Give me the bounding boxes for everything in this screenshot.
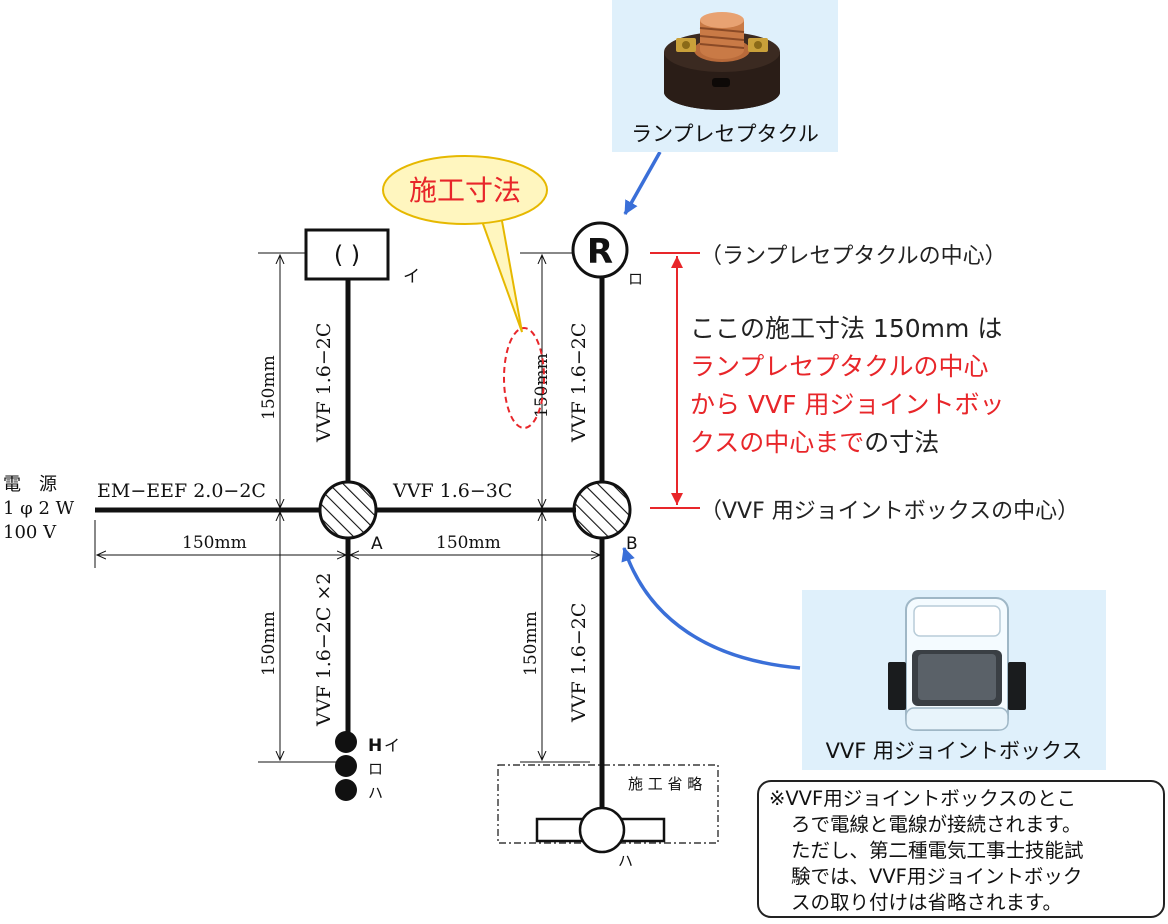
explanation-line3: から VVF 用ジョイントボッ xyxy=(690,390,1005,419)
switch-h-label: H xyxy=(368,736,382,756)
dim-label-horizontal-mid: 150mm xyxy=(436,533,501,553)
cable-label-b-to-top: VVF 1.6−2C xyxy=(568,323,590,443)
switch-label-i: イ xyxy=(384,736,400,755)
receptacle-label: ロ xyxy=(628,270,643,288)
lamp-box-label: イ xyxy=(403,267,420,287)
callout-bubble xyxy=(382,155,548,333)
dim-label-mid-top: 150mm xyxy=(532,353,552,418)
lamp-box-symbol: ( ) xyxy=(334,241,360,269)
receptacle-symbol xyxy=(571,221,629,279)
dim-label-left-bottom: 150mm xyxy=(259,611,279,676)
power-source-line2: 1 φ 2 W xyxy=(3,498,75,519)
switch-label-ro: ロ xyxy=(368,760,383,778)
cable-label-b-to-bottom: VVF 1.6−2C xyxy=(568,603,590,723)
explanation: ここの施工寸法 150mm は ランプレセプタクルの中心 から VVF 用ジョイ… xyxy=(690,310,1130,462)
arrow-to-junction-b xyxy=(621,547,801,670)
note-box: ※VVF用ジョイントボックスのとこ ろで電線と電線が接続されます。 ただし、第二… xyxy=(757,780,1165,918)
junction-b-label: B xyxy=(626,534,638,554)
note-line4: 験では、VVF用ジョイントボック xyxy=(791,865,1083,888)
switch-group xyxy=(335,731,357,801)
note-line1: ※VVF用ジョイントボックスのとこ xyxy=(769,787,1077,810)
cable-label-a-to-b: VVF 1.6−3C xyxy=(392,480,512,502)
note-line2: ろで電線と電線が接続されます。 xyxy=(791,813,1082,836)
bottom-fixture xyxy=(535,806,666,854)
dimension-highlight-ellipse xyxy=(503,327,545,429)
receptacle-letter: R xyxy=(587,232,613,272)
explanation-line4-red: クスの中心まで xyxy=(690,428,865,457)
switch-dot xyxy=(335,779,357,801)
explanation-line4: クスの中心までの寸法 xyxy=(690,424,1130,462)
arrow-to-receptacle xyxy=(623,151,662,215)
lamp-box xyxy=(304,228,390,281)
junction-box-a xyxy=(318,480,378,540)
dim-label-mid-bottom: 150mm xyxy=(521,611,541,676)
explanation-line4-black: の寸法 xyxy=(864,428,940,457)
dim-label-left-top: 150mm xyxy=(259,355,279,420)
junction-box-photo xyxy=(802,590,1106,770)
cable-label-a-to-top: VVF 1.6−2C xyxy=(313,323,335,443)
center-dimension xyxy=(650,252,700,509)
junction-center-label: （VVF 用ジョイントボックスの中心） xyxy=(700,499,1079,524)
junction-box-photo-caption: VVF 用ジョイントボックス xyxy=(826,739,1083,763)
switch-label-ha: ハ xyxy=(368,784,383,802)
dim-label-horizontal-left: 150mm xyxy=(182,533,247,553)
dimension-lines xyxy=(94,252,603,763)
omitted-area-label: 施 工 省 略 xyxy=(628,775,702,793)
switch-dot xyxy=(335,755,357,777)
receptacle-photo xyxy=(612,0,838,152)
explanation-line2: ランプレセプタクルの中心 xyxy=(690,352,989,381)
cable-label-source-to-a: EM−EEF 2.0−2C xyxy=(97,480,266,502)
bottom-fixture-label: ハ xyxy=(618,852,633,870)
cable-label-a-to-switch: VVF 1.6−2C ×2 xyxy=(313,573,335,727)
explanation-line1: ここの施工寸法 150mm は xyxy=(690,314,1003,343)
note-line5: スの取り付けは省略されます。 xyxy=(791,891,1063,914)
switch-dot xyxy=(335,731,357,753)
callout-label: 施工寸法 xyxy=(409,174,521,207)
power-source-line1: 電 源 xyxy=(3,474,57,495)
junction-box-b xyxy=(572,480,632,540)
receptacle-photo-caption: ランプレセプタクル xyxy=(631,122,819,146)
power-source-line3: 100 V xyxy=(3,522,57,543)
power-source: 電 源 1 φ 2 W 100 V xyxy=(3,474,75,543)
note-line3: ただし、第二種電気工事士技能試 xyxy=(791,839,1084,862)
junction-a-label: A xyxy=(371,534,383,554)
receptacle-center-label: （ランプレセプタクルの中心） xyxy=(700,244,1007,269)
